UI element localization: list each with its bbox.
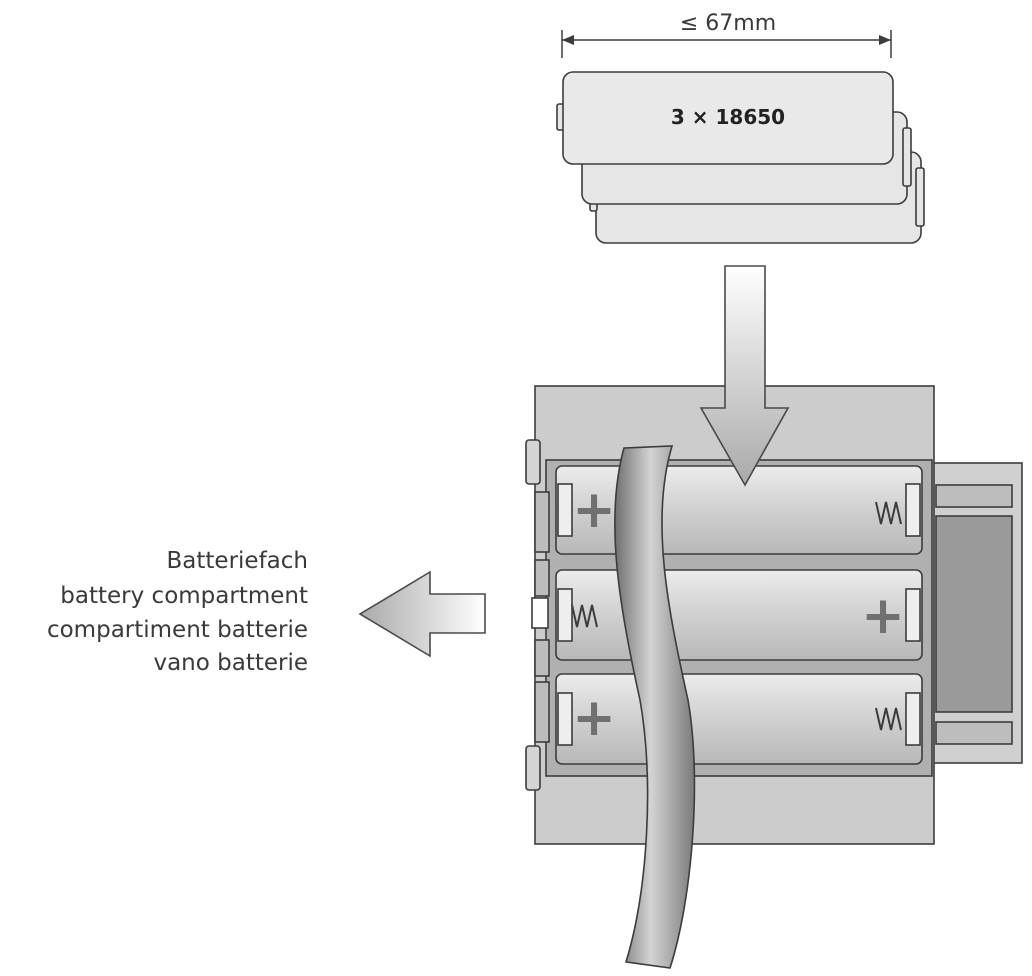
contact-right-3	[905, 692, 921, 746]
dimension-arrowhead-left	[562, 35, 574, 45]
battery-cell-front	[562, 71, 894, 165]
battery-compartment	[525, 385, 1023, 845]
dimension-indicator: ≤ 67mm	[561, 11, 892, 58]
dimension-arrowhead-right	[879, 35, 891, 45]
compartment-rail-4	[534, 681, 550, 743]
plus-icon: +	[572, 480, 616, 540]
label-line-it: vano batterie	[153, 650, 308, 676]
dimension-label: ≤ 67mm	[680, 11, 776, 36]
contact-left-1	[557, 483, 573, 537]
compartment-clip-bottom	[525, 745, 541, 791]
spring-icon	[875, 501, 902, 525]
contact-right-2	[905, 588, 921, 642]
battery-cap-back	[915, 167, 925, 227]
plus-icon: +	[572, 688, 616, 748]
battery-stack: 3 × 18650	[556, 71, 925, 244]
pointer-arrow-icon	[358, 570, 486, 658]
label-line-fr: compartiment batterie	[47, 617, 308, 643]
contact-right-1	[905, 483, 921, 537]
label-line-de: Batteriefach	[167, 548, 308, 574]
polarity-marks: + + +	[572, 480, 905, 748]
battery-cap-middle	[902, 127, 912, 187]
bracket-slot-bottom	[935, 721, 1013, 745]
compartment-rail-1	[534, 491, 550, 553]
compartment-rail-2	[534, 559, 550, 597]
insert-arrow-icon	[699, 265, 790, 487]
compartment-rail-3	[534, 639, 550, 677]
battery-pack-label: 3 × 18650	[671, 105, 785, 129]
spring-icon	[571, 604, 598, 628]
bracket-slot-top	[935, 484, 1013, 508]
compartment-notch	[531, 597, 549, 629]
contact-left-3	[557, 692, 573, 746]
spring-icon	[875, 707, 902, 731]
contact-left-2	[557, 588, 573, 642]
bracket-window	[935, 515, 1013, 713]
plus-icon: +	[861, 586, 905, 646]
label-line-en: battery compartment	[60, 583, 308, 609]
compartment-clip-top	[525, 439, 541, 485]
compartment-label: Batteriefach battery compartment compart…	[47, 548, 308, 676]
release-strap	[614, 445, 696, 969]
